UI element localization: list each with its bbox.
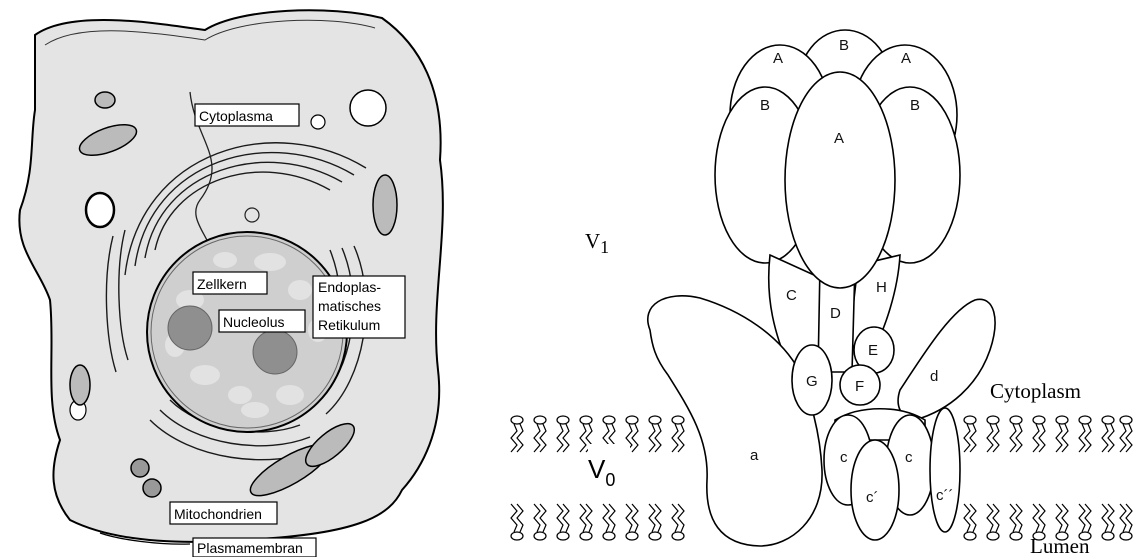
letter-a: a <box>750 447 759 464</box>
subunit-A-center <box>785 72 895 288</box>
label-er-line2: matisches <box>318 298 381 314</box>
letter-H: H <box>876 279 887 296</box>
lipid-molecule <box>1079 416 1091 452</box>
label-plasmamembran: Plasmamembran <box>197 540 303 556</box>
label-zellkern: Zellkern <box>197 276 247 292</box>
lipid-molecule <box>672 504 684 540</box>
label-er-line3: Retikulum <box>318 317 380 333</box>
letter-B-top: B <box>839 37 849 54</box>
letter-c-double-prime: c´´ <box>936 487 954 504</box>
letter-C: C <box>786 287 797 304</box>
cell-diagram: Cytoplasma Zellkern Nucleolus Endoplas- … <box>19 10 443 557</box>
subunit-c-double-prime <box>930 408 960 532</box>
lipid-molecule <box>557 416 569 452</box>
letter-G: G <box>806 373 818 390</box>
lipid-molecule <box>580 504 592 540</box>
atpase-diagram: A B A B A B C D H E G F d a c c c´ c´´ V… <box>511 30 1132 557</box>
vacuole-small <box>311 115 325 129</box>
lipid-molecule <box>603 504 615 540</box>
letter-B-left: B <box>760 97 770 114</box>
letter-c-right: c <box>905 449 913 466</box>
label-mitochondrien: Mitochondrien <box>174 506 262 522</box>
lipid-molecule <box>1033 416 1045 452</box>
vacuole-large <box>350 90 386 126</box>
lipid-molecule <box>557 504 569 540</box>
lipid-molecule <box>964 504 976 540</box>
label-nucleolus: Nucleolus <box>223 314 284 330</box>
lipid-molecule <box>1010 416 1022 452</box>
lipid-molecule <box>987 416 999 452</box>
lipid-molecule <box>1010 504 1022 540</box>
label-v1: V1 <box>585 229 609 257</box>
lipid-molecule <box>511 504 523 540</box>
lipid-molecule <box>964 416 976 452</box>
lipid-molecule <box>626 504 638 540</box>
lipid-molecule <box>534 504 546 540</box>
letter-A-top-right: A <box>901 50 911 67</box>
lipid-molecule <box>987 504 999 540</box>
nucleolus-left <box>168 306 212 350</box>
letter-E: E <box>868 342 878 359</box>
subunit-d <box>898 299 995 420</box>
lipid-molecule <box>649 416 661 452</box>
letter-d: d <box>930 368 938 385</box>
letter-c-prime: c´ <box>866 489 879 506</box>
nucleolus-right <box>253 330 297 374</box>
letter-D: D <box>830 305 841 322</box>
label-cytoplasma: Cytoplasma <box>199 108 273 124</box>
lipid-molecule <box>672 416 684 452</box>
lipid-molecule <box>1120 504 1132 540</box>
lipid-molecule <box>1056 416 1068 452</box>
lipid-molecule <box>511 416 523 452</box>
lipid-molecule <box>1102 504 1114 540</box>
letter-A-top-left: A <box>773 50 783 67</box>
label-lumen: Lumen <box>1030 534 1090 557</box>
lipid-molecule <box>649 504 661 540</box>
lipid-molecule <box>1120 416 1132 452</box>
letter-F: F <box>855 378 864 395</box>
letter-B-right: B <box>910 97 920 114</box>
label-er-line1: Endoplas- <box>318 279 381 295</box>
label-cytoplasm: Cytoplasm <box>990 379 1081 403</box>
vacuole-left <box>86 193 114 227</box>
lipid-molecule <box>1102 416 1114 452</box>
letter-A-center: A <box>834 130 844 147</box>
lipid-molecule <box>534 416 546 452</box>
letter-c-left: c <box>840 449 848 466</box>
